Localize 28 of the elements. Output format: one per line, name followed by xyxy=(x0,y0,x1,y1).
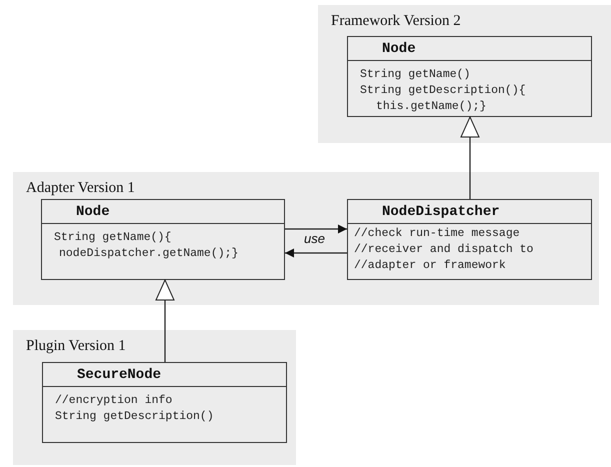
arrow xyxy=(285,224,347,234)
inheritance-arrow xyxy=(156,280,174,362)
class-name: Node xyxy=(76,204,110,220)
arrow xyxy=(285,248,347,258)
code-line: nodeDispatcher.getName();} xyxy=(58,246,240,262)
class-box xyxy=(347,36,592,117)
package-title: Adapter Version 1 xyxy=(26,180,135,197)
code-line: String getName(){ xyxy=(54,230,172,246)
class-name: SecureNode xyxy=(77,366,162,382)
code-line: String getDescription(){ xyxy=(360,83,527,99)
class-name: Node xyxy=(382,40,416,56)
package-area xyxy=(13,330,296,465)
code-line: this.getName();} xyxy=(375,99,488,115)
code-line: //check run-time message xyxy=(354,226,521,242)
class-name: NodeDispatcher xyxy=(382,204,500,220)
code-line: //adapter or framework xyxy=(354,258,507,274)
package-area xyxy=(318,5,611,143)
package-area xyxy=(13,172,599,305)
class-box xyxy=(42,362,287,443)
code-line: String getDescription() xyxy=(55,409,215,425)
package-title: Plugin Version 1 xyxy=(26,338,126,355)
code-line: String getName() xyxy=(360,67,472,83)
inheritance-arrow xyxy=(460,116,480,199)
code-line: //receiver and dispatch to xyxy=(354,242,534,258)
class-box xyxy=(41,199,285,280)
class-box xyxy=(347,199,592,280)
package-title: Framework Version 2 xyxy=(331,13,461,30)
code-line: //encryption info xyxy=(55,393,174,409)
